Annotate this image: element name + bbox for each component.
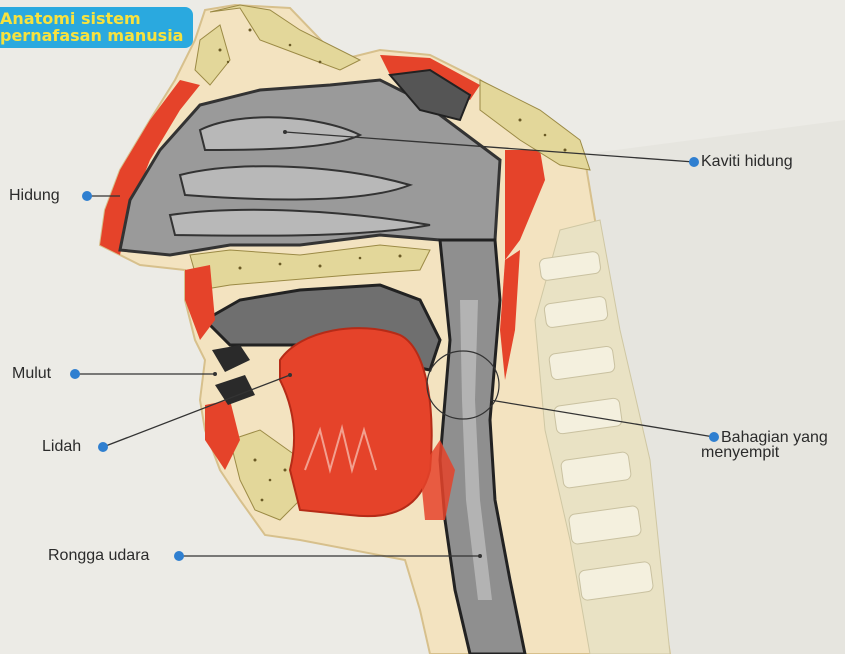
tongue	[280, 328, 432, 516]
label-bahagian-line-2: menyempit	[701, 445, 828, 460]
label-bahagian-line-1: Bahagian yang	[701, 430, 828, 445]
title-line-2: pernafasan manusia	[0, 27, 183, 44]
label-kaviti-hidung: Kaviti hidung	[701, 154, 793, 170]
marker-kaviti-hidung	[689, 157, 699, 167]
label-hidung: Hidung	[9, 188, 60, 204]
marker-mulut	[70, 369, 80, 379]
label-bahagian-yang-menyempit: Bahagian yang menyempit	[701, 430, 828, 460]
title-line-1: Anatomi sistem	[0, 10, 183, 27]
marker-lidah	[98, 442, 108, 452]
diagram-title: Anatomi sistem pernafasan manusia	[0, 7, 193, 48]
marker-rongga-udara	[174, 551, 184, 561]
label-mulut: Mulut	[12, 366, 51, 382]
label-lidah: Lidah	[42, 439, 81, 455]
marker-hidung	[82, 191, 92, 201]
label-rongga-udara: Rongga udara	[48, 548, 149, 564]
